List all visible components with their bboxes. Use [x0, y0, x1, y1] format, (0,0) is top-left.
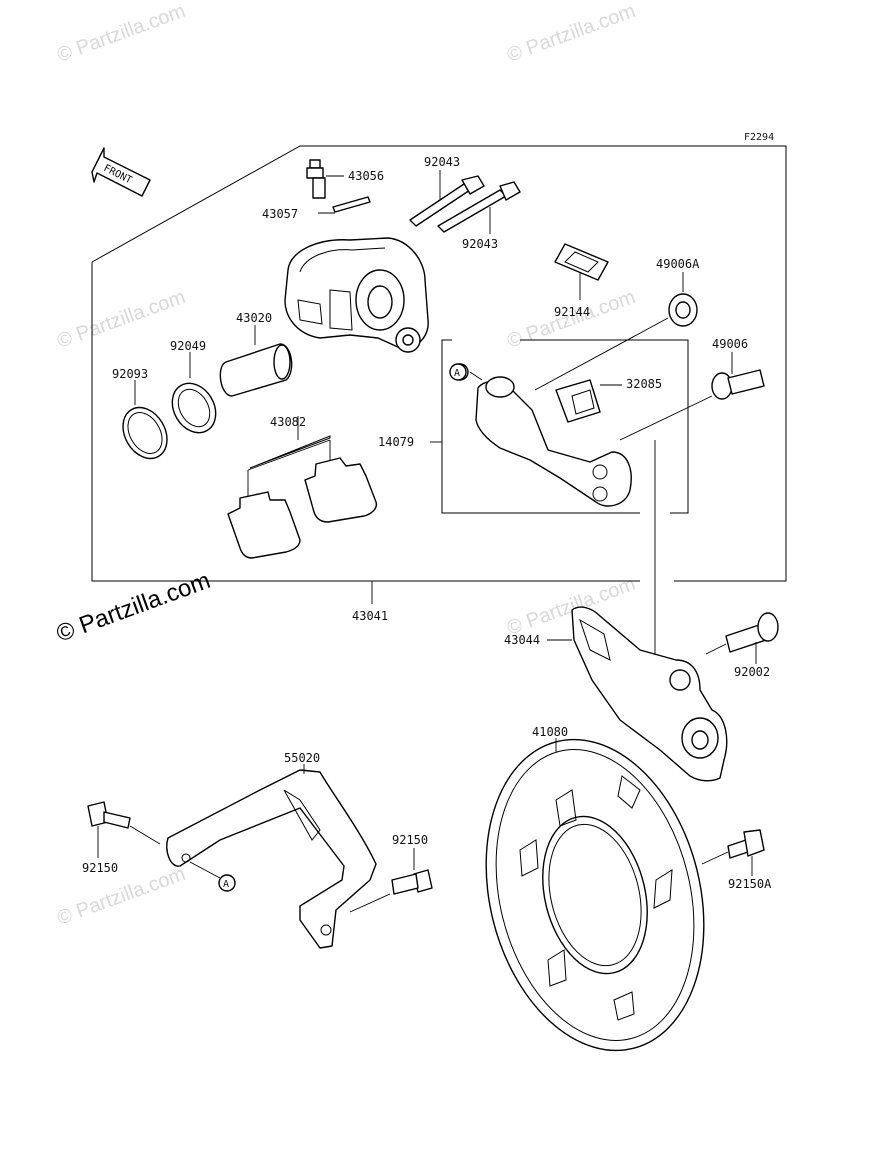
label-92043-upper: 92043: [424, 155, 460, 169]
bracket-pad-spring: [555, 379, 622, 423]
label-41080: 41080: [532, 725, 568, 739]
watermark: © Partzilla.com: [54, 0, 188, 67]
label-92002: 92002: [734, 665, 770, 679]
watermark-logo: © Partzilla.com: [53, 567, 214, 648]
disc-guard: [166, 764, 377, 949]
label-49006a: 49006A: [656, 257, 700, 271]
pin-upper: [409, 170, 485, 227]
watermark: © Partzilla.com: [54, 863, 188, 930]
callout-a-upper: A: [449, 363, 467, 381]
front-arrow-icon: FRONT: [91, 147, 151, 197]
label-92150-right: 92150: [392, 833, 428, 847]
carrier-bolt: [705, 612, 779, 664]
watermark: © Partzilla.com: [504, 573, 638, 640]
bleed-valve: [306, 159, 344, 199]
guard-bolt-left: [87, 801, 161, 858]
brake-disc: [485, 738, 705, 1052]
watermark: © Partzilla.com: [504, 286, 638, 353]
callout-a-lower: A: [189, 861, 236, 892]
label-43057: 43057: [262, 207, 298, 221]
piston: [219, 325, 293, 397]
caliper-carrier: [547, 606, 728, 782]
label-92144: 92144: [554, 305, 590, 319]
label-92043-lower: 92043: [462, 237, 498, 251]
pad-spring: [554, 243, 609, 300]
disc-screw: [701, 829, 765, 876]
bracket-box: [441, 339, 640, 514]
label-92049: 92049: [170, 339, 206, 353]
boot: [534, 272, 698, 391]
guard-bolt-right: [349, 848, 433, 913]
brake-pads: [227, 416, 378, 559]
label-49006: 49006: [712, 337, 748, 351]
label-43041: 43041: [352, 609, 388, 623]
pin-lower: [437, 181, 521, 234]
label-43020: 43020: [236, 311, 272, 325]
svg-text:A: A: [223, 879, 229, 890]
watermark: © Partzilla.com: [54, 286, 188, 353]
piston-seal: [171, 352, 217, 434]
valve-cap: [318, 196, 371, 214]
label-55020: 55020: [284, 751, 320, 765]
label-92150-left: 92150: [82, 861, 118, 875]
watermark: © Partzilla.com: [504, 0, 638, 67]
part-labels: 43056 92043 43057 92043 49006A 92144 430…: [82, 155, 772, 891]
label-92093: 92093: [112, 367, 148, 381]
label-14079: 14079: [378, 435, 414, 449]
assembly-outline: [91, 145, 787, 582]
label-92150a: 92150A: [728, 877, 772, 891]
diagram-code: F2294: [744, 132, 774, 143]
label-32085: 32085: [626, 377, 662, 391]
label-43082: 43082: [270, 415, 306, 429]
dust-seal: [122, 380, 168, 460]
bracket-bolt: [619, 352, 765, 441]
caliper-body: [284, 237, 429, 353]
label-43056: 43056: [348, 169, 384, 183]
svg-text:A: A: [454, 368, 460, 379]
label-43044: 43044: [504, 633, 540, 647]
